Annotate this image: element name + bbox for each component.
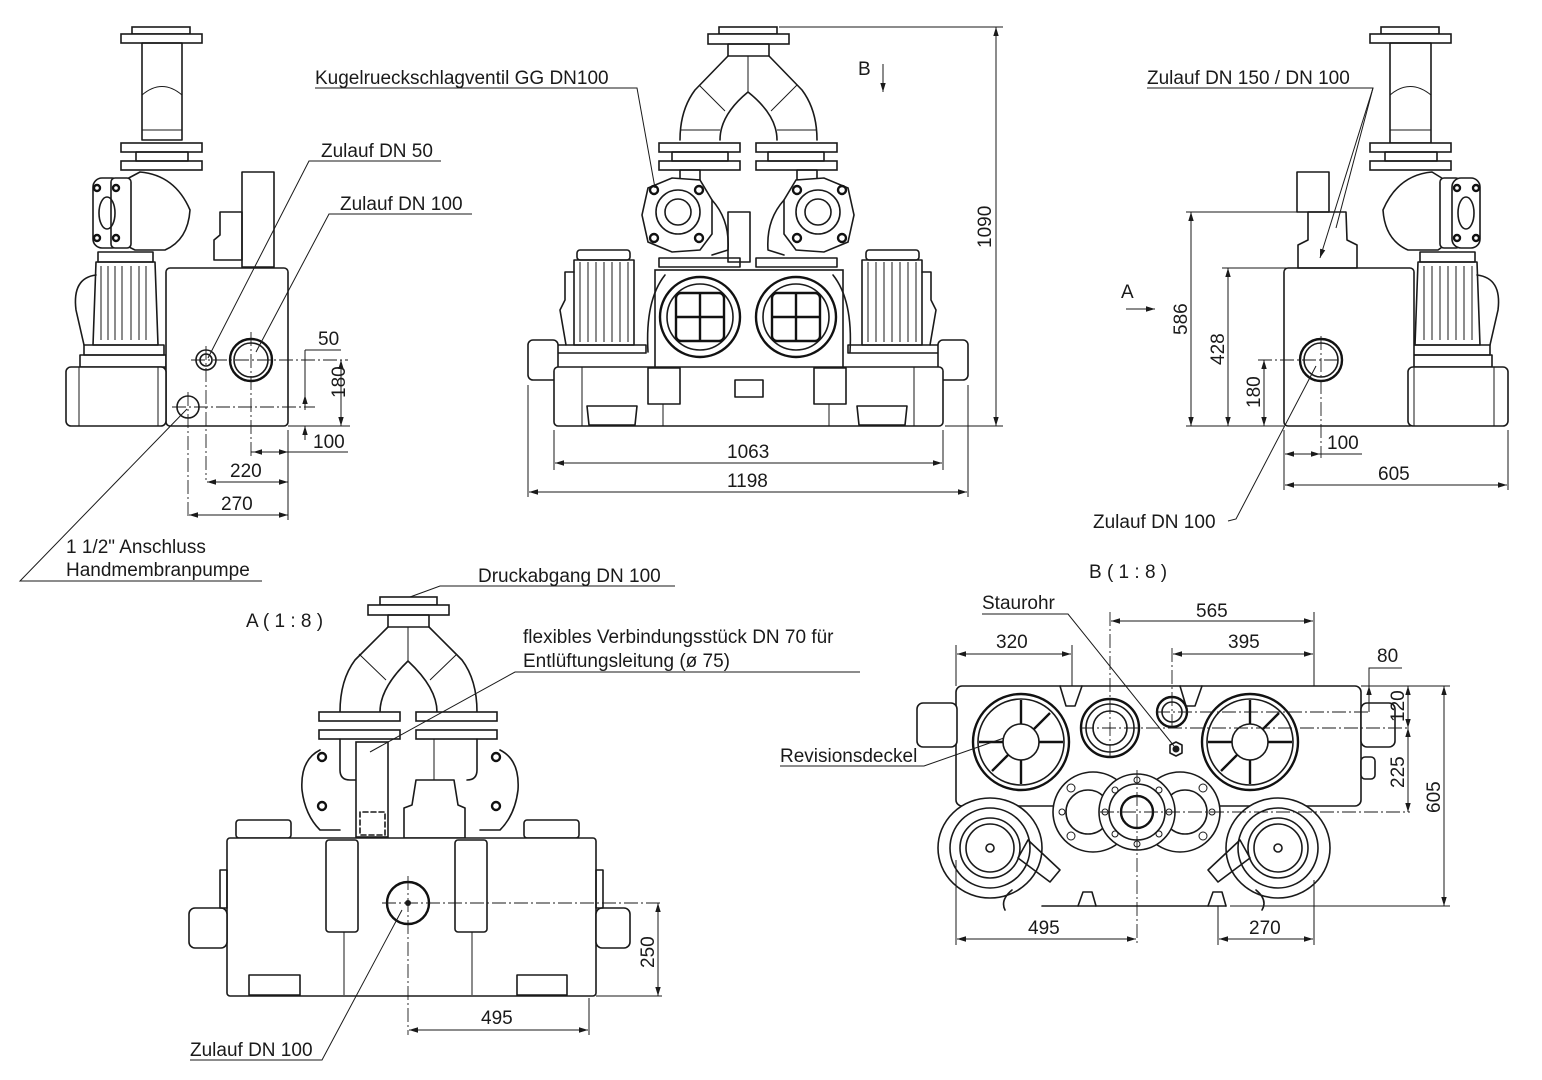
dim-270: 270 <box>221 494 253 515</box>
dim-180: 180 <box>329 366 350 398</box>
pump-motor-left-top <box>937 797 1061 911</box>
dim-225: 225 <box>1388 756 1409 788</box>
dim-180-right: 180 <box>1244 376 1265 408</box>
view-a-marker: A <box>1121 282 1134 303</box>
view-b-title: B ( 1 : 8 ) <box>1089 562 1167 583</box>
label-hand-pump-2: Handmembranpumpe <box>66 560 250 581</box>
dim-50: 50 <box>318 329 339 350</box>
dim-565: 565 <box>1196 601 1228 622</box>
inspection-window-right <box>754 275 838 359</box>
label-inlet-dn100-left: Zulauf DN 100 <box>340 194 463 215</box>
label-flex-connector-1: flexibles Verbindungsstück DN 70 für <box>523 627 834 648</box>
pump-motor-left-front <box>555 249 647 354</box>
label-pressure-outlet: Druckabgang DN 100 <box>478 566 661 587</box>
label-check-valve: Kugelrueckschlagventil GG DN100 <box>315 68 609 89</box>
revision-cover-right <box>1200 692 1300 792</box>
label-staurohr: Staurohr <box>982 593 1056 614</box>
side-view-left: 50 180 100 220 270 Zulauf DN 50 Zulauf D… <box>18 26 472 582</box>
check-valve-right <box>767 177 855 256</box>
dim-1198: 1198 <box>727 471 768 492</box>
dim-495-b: 495 <box>1028 918 1060 939</box>
side-view-right: 586 428 180 100 605 Zulauf DN 150 / DN 1… <box>1093 26 1509 533</box>
label-revisionsdeckel: Revisionsdeckel <box>780 746 917 767</box>
label-inlet-dn100-right: Zulauf DN 100 <box>1093 512 1216 533</box>
check-valve-left <box>641 177 729 256</box>
view-a: A ( 1 : 8 ) <box>188 566 860 1061</box>
dim-395: 395 <box>1228 632 1260 653</box>
label-flex-connector-2: Entlüftungsleitung (ø 75) <box>523 651 730 672</box>
dim-100-right: 100 <box>1327 433 1359 454</box>
label-inlet-dn150-100: Zulauf DN 150 / DN 100 <box>1147 68 1350 89</box>
label-inlet-dn50: Zulauf DN 50 <box>321 141 433 162</box>
view-a-title: A ( 1 : 8 ) <box>246 611 323 632</box>
inspection-window-left <box>658 275 742 359</box>
dim-80: 80 <box>1377 646 1398 667</box>
dim-120: 120 <box>1388 690 1409 722</box>
view-b: B ( 1 : 8 ) <box>780 562 1450 945</box>
dim-605-b: 605 <box>1424 781 1445 813</box>
label-inlet-dn100-a: Zulauf DN 100 <box>190 1040 313 1061</box>
front-view: 1090 1063 1198 Kugelrueckschlagventil GG… <box>315 26 1003 497</box>
dim-250: 250 <box>638 936 659 968</box>
dim-220: 220 <box>230 461 262 482</box>
dim-428: 428 <box>1208 333 1229 365</box>
dim-270-b: 270 <box>1249 918 1281 939</box>
dim-100: 100 <box>313 432 345 453</box>
dim-495-a: 495 <box>481 1008 513 1029</box>
pump-motor-right-front <box>847 249 943 354</box>
view-b-marker: B <box>858 59 871 80</box>
dim-1063: 1063 <box>727 442 769 463</box>
label-hand-pump-1: 1 1/2" Anschluss <box>66 537 206 558</box>
pump-motor-right-top <box>1207 797 1331 911</box>
revision-cover-left <box>971 692 1071 792</box>
dim-1090: 1090 <box>975 206 996 248</box>
dim-586: 586 <box>1171 303 1192 335</box>
dim-605-right: 605 <box>1378 464 1410 485</box>
dim-320: 320 <box>996 632 1028 653</box>
